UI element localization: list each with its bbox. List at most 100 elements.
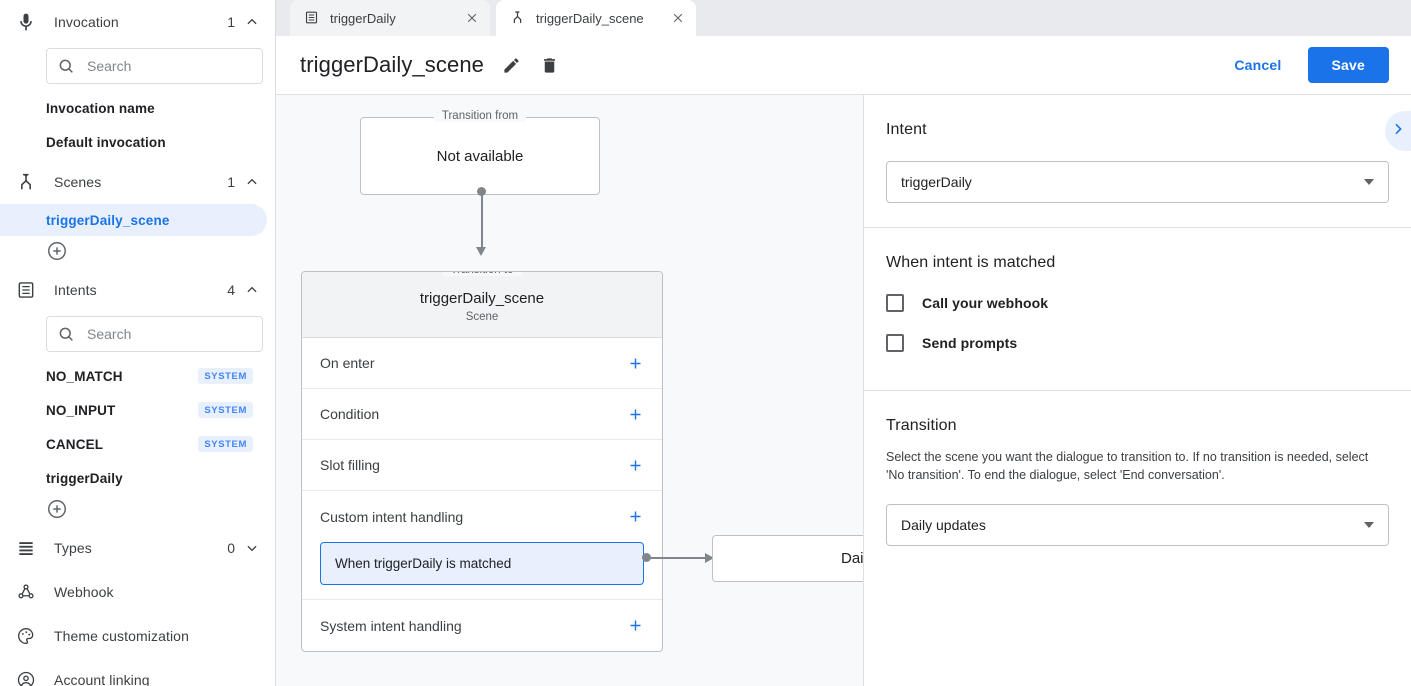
sidebar-item-cancel[interactable]: CANCEL SYSTEM [0, 428, 267, 460]
invocation-search-input[interactable] [85, 57, 252, 75]
chevron-right-icon [1390, 121, 1406, 142]
sidebar-item-label: Account linking [54, 672, 150, 686]
edge-arrow-down [476, 247, 486, 256]
close-icon[interactable] [464, 10, 480, 26]
intent-handler-chip[interactable]: When triggerDaily is matched [320, 542, 644, 585]
pencil-icon[interactable] [500, 54, 522, 76]
sidebar-item-account-linking[interactable]: Account linking [0, 658, 275, 686]
save-button[interactable]: Save [1307, 47, 1389, 83]
scene-row-custom-intent-handling[interactable]: Custom intent handling [302, 491, 662, 542]
scene-row-on-enter[interactable]: On enter [302, 338, 662, 389]
main-content: triggerDaily triggerDaily_scene triggerD… [276, 0, 1411, 686]
sidebar-item-count: 0 [227, 540, 235, 556]
sidebar-item-default-invocation[interactable]: Default invocation [0, 126, 267, 158]
chevron-up-icon[interactable] [245, 175, 259, 189]
checkbox-row-send-prompts[interactable]: Send prompts [886, 334, 1389, 352]
sidebar-item-theme-customization[interactable]: Theme customization [0, 614, 275, 658]
body-split: Transition from Not available Transition… [276, 95, 1411, 686]
sidebar-item-label: Theme customization [54, 628, 189, 644]
properties-panel: Intent triggerDaily When intent is match… [864, 95, 1411, 686]
sidebar-section-label: Intents [54, 282, 97, 298]
status-badge: SYSTEM [198, 402, 253, 418]
tab-triggerdaily[interactable]: triggerDaily [290, 0, 490, 36]
chevron-up-icon[interactable] [245, 15, 259, 29]
status-badge: SYSTEM [198, 368, 253, 384]
invocation-search-box[interactable] [46, 48, 263, 84]
add-scene-icon[interactable] [46, 240, 68, 262]
scene-canvas[interactable]: Transition from Not available Transition… [276, 95, 864, 686]
sidebar-section-count: 1 [227, 14, 235, 30]
edge-source-dot [477, 187, 486, 196]
chevron-up-icon[interactable] [245, 283, 259, 297]
scene-row-condition[interactable]: Condition [302, 389, 662, 440]
transition-target-card[interactable]: Transition to Daily updates [712, 535, 864, 582]
intent-heading: Intent [886, 121, 927, 138]
plus-icon[interactable] [626, 405, 644, 423]
sidebar-item-types[interactable]: Types 0 [0, 526, 275, 570]
cancel-button[interactable]: Cancel [1222, 48, 1293, 82]
webhook-icon [14, 580, 38, 604]
plus-icon[interactable] [626, 617, 644, 635]
intent-list-icon [14, 278, 38, 302]
sidebar-item-label: Invocation name [46, 100, 155, 116]
transition-from-card[interactable]: Transition from Not available [360, 110, 600, 195]
add-intent-icon[interactable] [46, 498, 68, 520]
sidebar-section-label: Scenes [54, 174, 102, 190]
tab-label: triggerDaily_scene [536, 10, 644, 26]
scene-row-slot-filling[interactable]: Slot filling [302, 440, 662, 491]
scene-row-label: Condition [320, 406, 380, 422]
sidebar-item-no-input[interactable]: NO_INPUT SYSTEM [0, 394, 267, 426]
sidebar-item-webhook[interactable]: Webhook [0, 570, 275, 614]
sidebar-section-intents[interactable]: Intents 4 [0, 268, 275, 312]
transition-select[interactable]: Daily updates [886, 503, 1389, 546]
search-icon [57, 325, 75, 343]
dropdown-caret-icon [1364, 521, 1374, 528]
intents-search-box[interactable] [46, 316, 263, 352]
panel-section-transition: Transition Select the scene you want the… [864, 391, 1411, 570]
tab-triggerdaily-scene[interactable]: triggerDaily_scene [496, 0, 696, 36]
sidebar-item-invocation-name[interactable]: Invocation name [0, 92, 267, 124]
scene-fork-icon [510, 10, 526, 26]
dropdown-caret-icon [1364, 179, 1374, 185]
account-circle-icon [14, 668, 38, 686]
scene-row-label: Custom intent handling [320, 508, 464, 525]
checkbox-label: Call your webhook [922, 295, 1049, 311]
scene-row-label: On enter [320, 355, 375, 371]
checkbox-call-webhook[interactable] [886, 294, 904, 312]
scene-row-system-intent-handling[interactable]: System intent handling [302, 600, 662, 651]
sidebar-item-label: Types [54, 540, 92, 556]
intent-select[interactable]: triggerDaily [886, 161, 1389, 203]
transition-target-value: Daily updates [841, 550, 864, 567]
status-badge: SYSTEM [198, 436, 253, 452]
plus-icon[interactable] [626, 508, 644, 526]
tab-bar: triggerDaily triggerDaily_scene [276, 0, 1411, 36]
checkbox-send-prompts[interactable] [886, 334, 904, 352]
sidebar-section-scenes[interactable]: Scenes 1 [0, 160, 275, 204]
sidebar-item-label: Webhook [54, 584, 114, 600]
sidebar-item-triggerdaily-scene[interactable]: triggerDaily_scene [0, 204, 267, 236]
add-scene-row [0, 236, 275, 268]
chevron-down-icon[interactable] [245, 541, 259, 555]
intents-search-input[interactable] [85, 325, 252, 343]
scene-card[interactable]: Transition to triggerDaily_scene Scene O… [301, 271, 663, 652]
intent-select-value: triggerDaily [901, 174, 972, 190]
plus-icon[interactable] [626, 354, 644, 372]
add-intent-row [0, 494, 275, 526]
transition-description: Select the scene you want the dialogue t… [886, 449, 1369, 482]
scene-row-label: Slot filling [320, 457, 380, 473]
sidebar-section-invocation[interactable]: Invocation 1 [0, 0, 275, 44]
edge-vertical [481, 192, 483, 250]
sidebar-item-triggerdaily[interactable]: triggerDaily [0, 462, 267, 494]
panel-collapse-button[interactable] [1385, 111, 1411, 151]
trash-icon[interactable] [538, 54, 560, 76]
plus-icon[interactable] [626, 456, 644, 474]
scene-card-subtitle: Scene [465, 311, 499, 323]
microphone-icon [14, 10, 38, 34]
handler-edge-line [647, 557, 705, 559]
checkbox-row-call-webhook[interactable]: Call your webhook [886, 294, 1389, 312]
sidebar-item-label: NO_MATCH [46, 368, 123, 384]
sidebar-item-no-match[interactable]: NO_MATCH SYSTEM [0, 360, 267, 392]
intents-search-wrap [0, 312, 275, 360]
close-icon[interactable] [670, 10, 686, 26]
